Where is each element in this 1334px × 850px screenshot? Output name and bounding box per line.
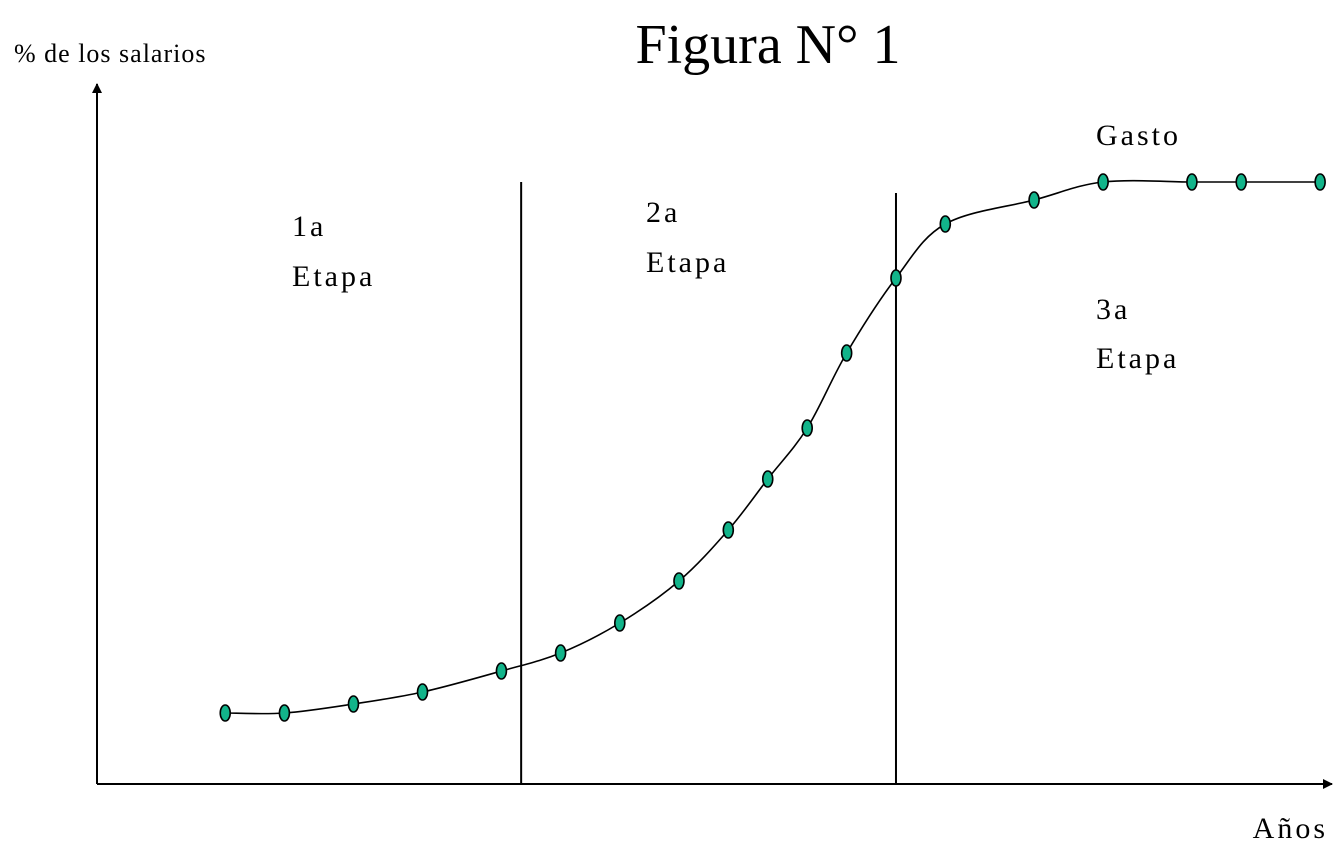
data-point bbox=[890, 269, 902, 287]
data-point bbox=[554, 644, 567, 662]
data-point bbox=[613, 614, 626, 632]
data-point bbox=[219, 704, 232, 722]
data-point bbox=[416, 683, 429, 701]
series-label: Gasto bbox=[1096, 119, 1181, 152]
chart-title: Figura N° 1 bbox=[635, 14, 900, 76]
data-point bbox=[722, 521, 735, 539]
y-axis-label: % de los salarios bbox=[14, 39, 206, 68]
data-point bbox=[761, 470, 774, 488]
stage-label-2-number: 2a bbox=[646, 196, 680, 229]
data-point bbox=[278, 704, 291, 722]
x-axis-label: Años bbox=[1253, 812, 1328, 845]
data-point bbox=[673, 572, 685, 590]
data-point bbox=[840, 344, 853, 362]
stage-label-2-word: Etapa bbox=[646, 246, 729, 279]
data-point bbox=[939, 215, 952, 233]
data-point bbox=[347, 695, 360, 713]
stage-label-1-number: 1a bbox=[292, 210, 326, 243]
data-point bbox=[1097, 173, 1109, 191]
stage-label-1-word: Etapa bbox=[292, 260, 375, 293]
data-point bbox=[1186, 173, 1198, 191]
data-point bbox=[1028, 191, 1040, 209]
series-line bbox=[225, 179, 1321, 715]
data-point bbox=[801, 419, 814, 437]
stage-label-3-number: 3a bbox=[1096, 293, 1130, 326]
stage-label-3-word: Etapa bbox=[1096, 342, 1179, 375]
data-point bbox=[1235, 173, 1248, 191]
data-point bbox=[1314, 173, 1326, 191]
data-point bbox=[495, 662, 508, 680]
